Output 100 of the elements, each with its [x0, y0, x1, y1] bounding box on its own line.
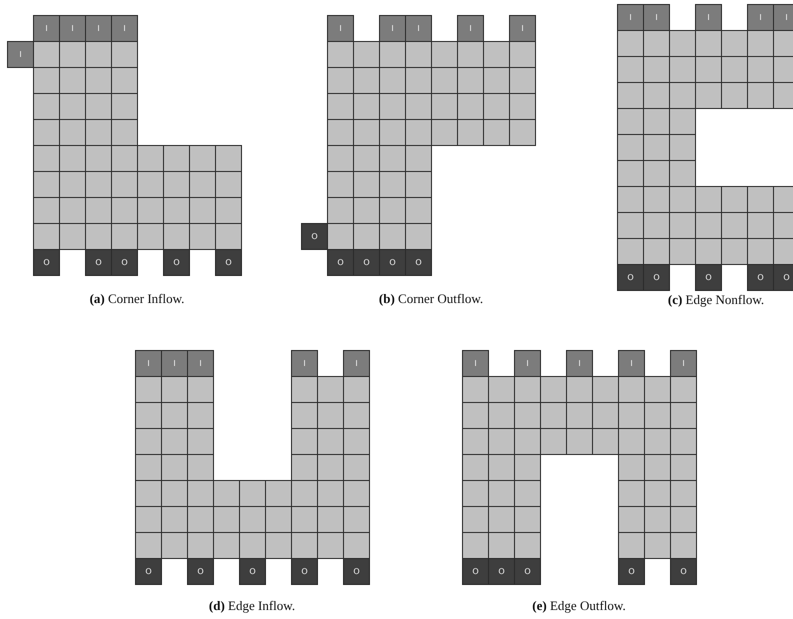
- grid-cell: [488, 454, 515, 481]
- grid-cell: [187, 480, 214, 507]
- grid-cell: [669, 30, 696, 57]
- outflow-cell: O: [135, 558, 162, 585]
- grid-cell: [566, 428, 593, 455]
- grid-cell: [617, 160, 644, 187]
- inflow-cell: I: [161, 350, 188, 377]
- grid-cell: [291, 454, 318, 481]
- grid-cell: [747, 82, 774, 109]
- grid-cell: [644, 376, 671, 403]
- grid-cell: [514, 480, 541, 507]
- inflow-cell: I: [379, 15, 406, 42]
- grid-cell: [773, 30, 793, 57]
- grid-cell: [111, 93, 138, 120]
- figure-caption: (d) Edge Inflow.: [208, 598, 296, 614]
- grid-cell: [379, 67, 406, 94]
- grid-cell: [215, 171, 242, 198]
- grid-cell: [643, 30, 670, 57]
- figure-caption: (e) Edge Outflow.: [532, 598, 626, 614]
- grid-cell: [514, 376, 541, 403]
- grid-cell: [457, 67, 484, 94]
- grid-cell: [514, 402, 541, 429]
- grid-cell: [669, 160, 696, 187]
- figure-caption: (a) Corner Inflow.: [90, 291, 184, 307]
- grid-cell: [695, 82, 722, 109]
- grid-cell: [643, 56, 670, 83]
- grid-cell: [509, 41, 536, 68]
- grid-cell: [85, 197, 112, 224]
- inflow-cell: I: [7, 41, 34, 68]
- grid-cell: [509, 119, 536, 146]
- grid-cell: [431, 119, 458, 146]
- grid-cell: [353, 119, 380, 146]
- grid-cell: [317, 402, 344, 429]
- grid-cell: [617, 108, 644, 135]
- grid-cell: [618, 480, 645, 507]
- grid-cell: [215, 223, 242, 250]
- grid-cell: [353, 145, 380, 172]
- grid-cell: [239, 532, 266, 559]
- inflow-cell: I: [291, 350, 318, 377]
- grid-cell: [592, 402, 619, 429]
- grid-cell: [379, 41, 406, 68]
- grid-cell: [405, 41, 432, 68]
- outflow-cell: O: [670, 558, 697, 585]
- grid-cell: [514, 532, 541, 559]
- grid-cell: [343, 376, 370, 403]
- inflow-cell: I: [343, 350, 370, 377]
- grid-cell: [721, 30, 748, 57]
- grid-cell: [189, 145, 216, 172]
- grid-cell: [695, 238, 722, 265]
- grid-cell: [618, 428, 645, 455]
- grid-cell: [187, 428, 214, 455]
- grid-cell: [187, 454, 214, 481]
- grid-cell: [291, 506, 318, 533]
- grid-cell: [187, 402, 214, 429]
- grid-cell: [265, 532, 292, 559]
- grid-cell: [85, 119, 112, 146]
- grid-cell: [644, 532, 671, 559]
- outflow-cell: O: [353, 249, 380, 276]
- inflow-cell: I: [618, 350, 645, 377]
- grid-cell: [33, 223, 60, 250]
- grid-cell: [85, 67, 112, 94]
- grid-cell: [265, 506, 292, 533]
- grid-cell: [189, 197, 216, 224]
- grid-cell: [488, 532, 515, 559]
- grid-cell: [163, 171, 190, 198]
- outflow-cell: O: [462, 558, 489, 585]
- grid-cell: [111, 171, 138, 198]
- grid-cell: [644, 506, 671, 533]
- outflow-cell: O: [291, 558, 318, 585]
- outflow-cell: O: [695, 264, 722, 291]
- grid-cell: [617, 56, 644, 83]
- grid-cell: [189, 171, 216, 198]
- grid-cell: [431, 41, 458, 68]
- grid-cell: [291, 480, 318, 507]
- grid-cell: [514, 454, 541, 481]
- outflow-cell: O: [327, 249, 354, 276]
- grid-cell: [85, 171, 112, 198]
- outflow-cell: O: [747, 264, 774, 291]
- grid-cell: [643, 108, 670, 135]
- grid-cell: [161, 454, 188, 481]
- grid-cell: [488, 402, 515, 429]
- grid-cell: [643, 134, 670, 161]
- grid-cell: [695, 56, 722, 83]
- grid-cell: [353, 197, 380, 224]
- grid-cell: [643, 82, 670, 109]
- inflow-cell: I: [405, 15, 432, 42]
- grid-cell: [291, 402, 318, 429]
- grid-cell: [405, 67, 432, 94]
- grid-cell: [137, 145, 164, 172]
- grid-cell: [161, 402, 188, 429]
- grid-cell: [135, 402, 162, 429]
- grid-cell: [483, 67, 510, 94]
- grid-cell: [721, 238, 748, 265]
- grid-cell: [59, 171, 86, 198]
- grid-cell: [59, 197, 86, 224]
- grid-cell: [291, 532, 318, 559]
- grid-cell: [617, 186, 644, 213]
- grid-cell: [617, 30, 644, 57]
- outflow-cell: O: [618, 558, 645, 585]
- grid-cell: [317, 480, 344, 507]
